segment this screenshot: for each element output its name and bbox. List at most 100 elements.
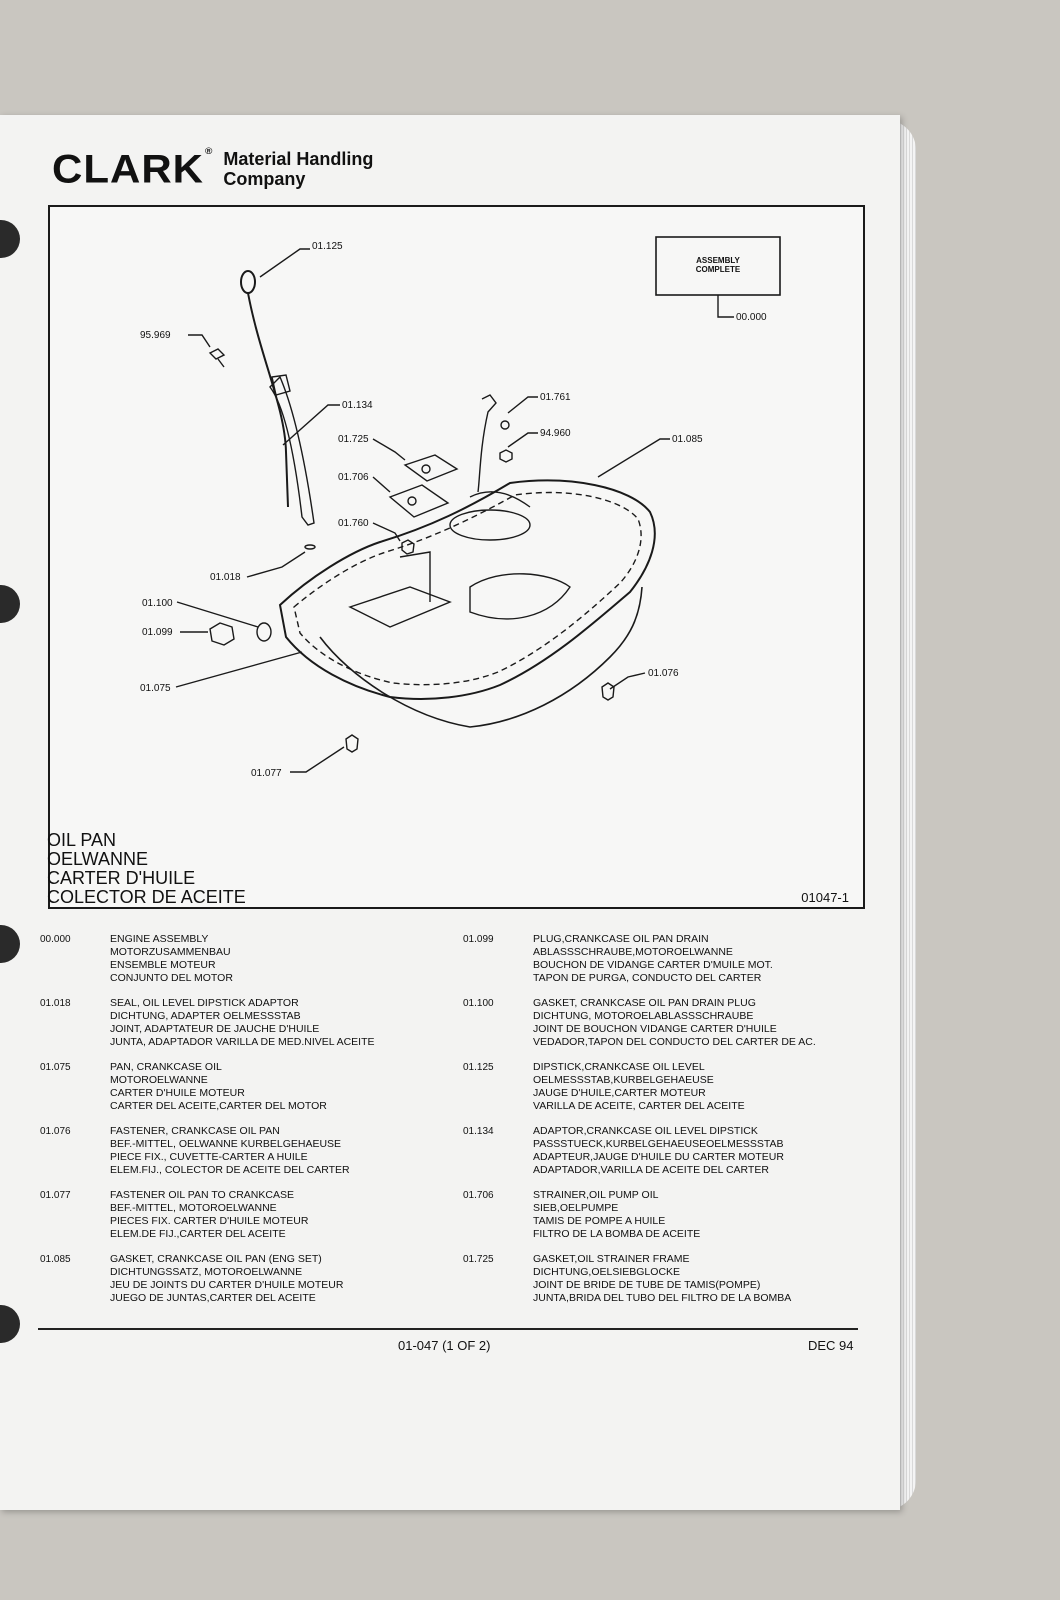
desc-line: STRAINER,OIL PUMP OIL <box>533 1189 659 1201</box>
part-description: STRAINER,OIL PUMP OIL SIEB,OELPUMPE TAMI… <box>533 1189 700 1241</box>
page-header: CLARK® Material Handling Company <box>52 145 373 193</box>
desc-line: MOTORZUSAMMENBAU <box>110 946 231 958</box>
oil-pan-flange <box>278 479 656 700</box>
desc-line: FASTENER OIL PAN TO CRANKCASE <box>110 1189 294 1201</box>
desc-line: JUEGO DE JUNTAS,CARTER DEL ACEITE <box>110 1292 316 1304</box>
company-line: Material Handling <box>223 149 374 169</box>
desc-line: CONJUNTO DEL MOTOR <box>110 972 233 984</box>
callout-label: 94.960 <box>540 428 571 439</box>
callout-label: 01.076 <box>648 668 679 679</box>
desc-line: SIEB,OELPUMPE <box>533 1202 619 1214</box>
part-description: FASTENER OIL PAN TO CRANKCASE BEF.-MITTE… <box>110 1189 308 1241</box>
desc-line: BEF.-MITTEL, MOTOROELWANNE <box>110 1202 277 1214</box>
exploded-diagram: ASSEMBLY COMPLETE 01.125 95.969 01.134 0… <box>47 205 865 909</box>
callout-label: 00.000 <box>736 312 767 323</box>
drain-plug-gasket <box>256 622 272 642</box>
nut-94960 <box>499 449 513 463</box>
part-entry: 01.018 SEAL, OIL LEVEL DIPSTICK ADAPTOR … <box>40 997 450 1061</box>
part-number: 01.725 <box>463 1254 494 1265</box>
strainer-frame <box>388 484 450 518</box>
strainer-bowl <box>449 509 531 541</box>
callout-label: 01.100 <box>142 598 173 609</box>
seal-01018 <box>304 544 316 550</box>
fastener-01076 <box>601 682 615 701</box>
manual-page: CLARK® Material Handling Company <box>0 115 900 1510</box>
dipstick-ring <box>240 270 256 294</box>
desc-line: CARTER D'HUILE MOTEUR <box>110 1087 245 1099</box>
part-number: 01.125 <box>463 1062 494 1073</box>
part-number: 01.100 <box>463 998 494 1009</box>
desc-line: OELMESSSTAB,KURBELGEHAEUSE <box>533 1074 714 1086</box>
callout-label: 01.760 <box>338 518 369 529</box>
washer-01761 <box>500 420 510 430</box>
desc-line: ELEM.DE FIJ.,CARTER DEL ACEITE <box>110 1228 286 1240</box>
callout-label: 01.075 <box>140 683 171 694</box>
clark-logo: CLARK® <box>52 146 214 191</box>
callout-label: 01.099 <box>142 627 173 638</box>
title-line: OELWANNE <box>47 849 149 869</box>
desc-line: JOINT DE BOUCHON VIDANGE CARTER D'HUILE <box>533 1023 777 1035</box>
desc-line: PAN, CRANKCASE OIL <box>110 1061 222 1073</box>
part-entry: 00.000 ENGINE ASSEMBLY MOTORZUSAMMENBAU … <box>40 933 450 997</box>
desc-line: DICHTUNG, ADAPTER OELMESSSTAB <box>110 1010 301 1022</box>
part-number: 01.099 <box>463 934 494 945</box>
part-entry: 01.125 DIPSTICK,CRANKCASE OIL LEVEL OELM… <box>463 1061 873 1125</box>
desc-line: PASSSTUECK,KURBELGEHAEUSEOELMESSSTAB <box>533 1138 784 1150</box>
callout-label: 95.969 <box>140 330 171 341</box>
title-line: OIL PAN <box>47 830 117 850</box>
desc-line: JUNTA, ADAPTADOR VARILLA DE MED.NIVEL AC… <box>110 1036 375 1048</box>
desc-line: SEAL, OIL LEVEL DIPSTICK ADAPTOR <box>110 997 299 1009</box>
desc-line: GASKET, CRANKCASE OIL PAN DRAIN PLUG <box>533 997 756 1009</box>
desc-line: JEU DE JOINTS DU CARTER D'HUILE MOTEUR <box>110 1279 344 1291</box>
part-entry: 01.075 PAN, CRANKCASE OIL MOTOROELWANNE … <box>40 1061 450 1125</box>
part-description: DIPSTICK,CRANKCASE OIL LEVEL OELMESSSTAB… <box>533 1061 745 1113</box>
company-line: Company <box>223 169 306 189</box>
desc-line: JAUGE D'HUILE,CARTER MOTEUR <box>533 1087 706 1099</box>
parts-column-right: 01.099 PLUG,CRANKCASE OIL PAN DRAIN ABLA… <box>463 933 873 1317</box>
desc-line: VARILLA DE ACEITE, CARTER DEL ACEITE <box>533 1100 745 1112</box>
desc-line: VEDADOR,TAPON DEL CONDUCTO DEL CARTER DE… <box>533 1036 816 1048</box>
oil-pan-gasket-line <box>293 491 642 686</box>
desc-line: BOUCHON DE VIDANGE CARTER D'MUILE MOT. <box>533 959 773 971</box>
strainer-gasket <box>403 454 459 482</box>
desc-line: ENSEMBLE MOTEUR <box>110 959 216 971</box>
part-number: 01.076 <box>40 1126 71 1137</box>
callout-label: 01.018 <box>210 572 241 583</box>
part-entry: 01.099 PLUG,CRANKCASE OIL PAN DRAIN ABLA… <box>463 933 873 997</box>
callout-label: 01.085 <box>672 434 703 445</box>
desc-line: ADAPTEUR,JAUGE D'HUILE DU CARTER MOTEUR <box>533 1151 784 1163</box>
binder-hole <box>0 925 20 963</box>
desc-line: CARTER DEL ACEITE,CARTER DEL MOTOR <box>110 1100 327 1112</box>
desc-line: ADAPTOR,CRANKCASE OIL LEVEL DIPSTICK <box>533 1125 758 1137</box>
desc-line: ELEM.FIJ., COLECTOR DE ACEITE DEL CARTER <box>110 1164 350 1176</box>
desc-line: ENGINE ASSEMBLY <box>110 933 209 945</box>
desc-line: PLUG,CRANKCASE OIL PAN DRAIN <box>533 933 709 945</box>
binder-hole <box>0 1305 20 1343</box>
desc-line: ADAPTADOR,VARILLA DE ACEITE DEL CARTER <box>533 1164 769 1176</box>
part-entry: 01.706 STRAINER,OIL PUMP OIL SIEB,OELPUM… <box>463 1189 873 1253</box>
part-number: 00.000 <box>40 934 71 945</box>
part-entry: 01.076 FASTENER, CRANKCASE OIL PAN BEF.-… <box>40 1125 450 1189</box>
binder-hole <box>0 220 20 258</box>
desc-line: ABLASSSCHRAUBE,MOTOROELWANNE <box>533 946 733 958</box>
fastener-01077 <box>345 734 359 753</box>
drain-plug <box>209 622 235 646</box>
part-number: 01.706 <box>463 1190 494 1201</box>
desc-line: DICHTUNGSSATZ, MOTOROELWANNE <box>110 1266 303 1278</box>
desc-line: DIPSTICK,CRANKCASE OIL LEVEL <box>533 1061 705 1073</box>
company-name: Material Handling Company <box>223 149 373 189</box>
part-number: 01.085 <box>40 1254 71 1265</box>
part-entry: 01.134 ADAPTOR,CRANKCASE OIL LEVEL DIPST… <box>463 1125 873 1189</box>
part-description: GASKET, CRANKCASE OIL PAN DRAIN PLUG DIC… <box>533 997 816 1049</box>
desc-line: DICHTUNG, MOTOROELABLASSSCHRAUBE <box>533 1010 754 1022</box>
desc-line: JUNTA,BRIDA DEL TUBO DEL FILTRO DE LA BO… <box>533 1292 792 1304</box>
callout-label: 01.706 <box>338 472 369 483</box>
desc-line: TAPON DE PURGA, CONDUCTO DEL CARTER <box>533 972 762 984</box>
part-number: 01.018 <box>40 998 71 1009</box>
part-description: PLUG,CRANKCASE OIL PAN DRAIN ABLASSSCHRA… <box>533 933 773 985</box>
part-description: SEAL, OIL LEVEL DIPSTICK ADAPTOR DICHTUN… <box>110 997 375 1049</box>
desc-line: TAMIS DE POMPE A HUILE <box>533 1215 666 1227</box>
page-reference: 01-047 (1 OF 2) <box>398 1338 491 1353</box>
desc-line: MOTOROELWANNE <box>110 1074 208 1086</box>
part-entry: 01.085 GASKET, CRANKCASE OIL PAN (ENG SE… <box>40 1253 450 1317</box>
